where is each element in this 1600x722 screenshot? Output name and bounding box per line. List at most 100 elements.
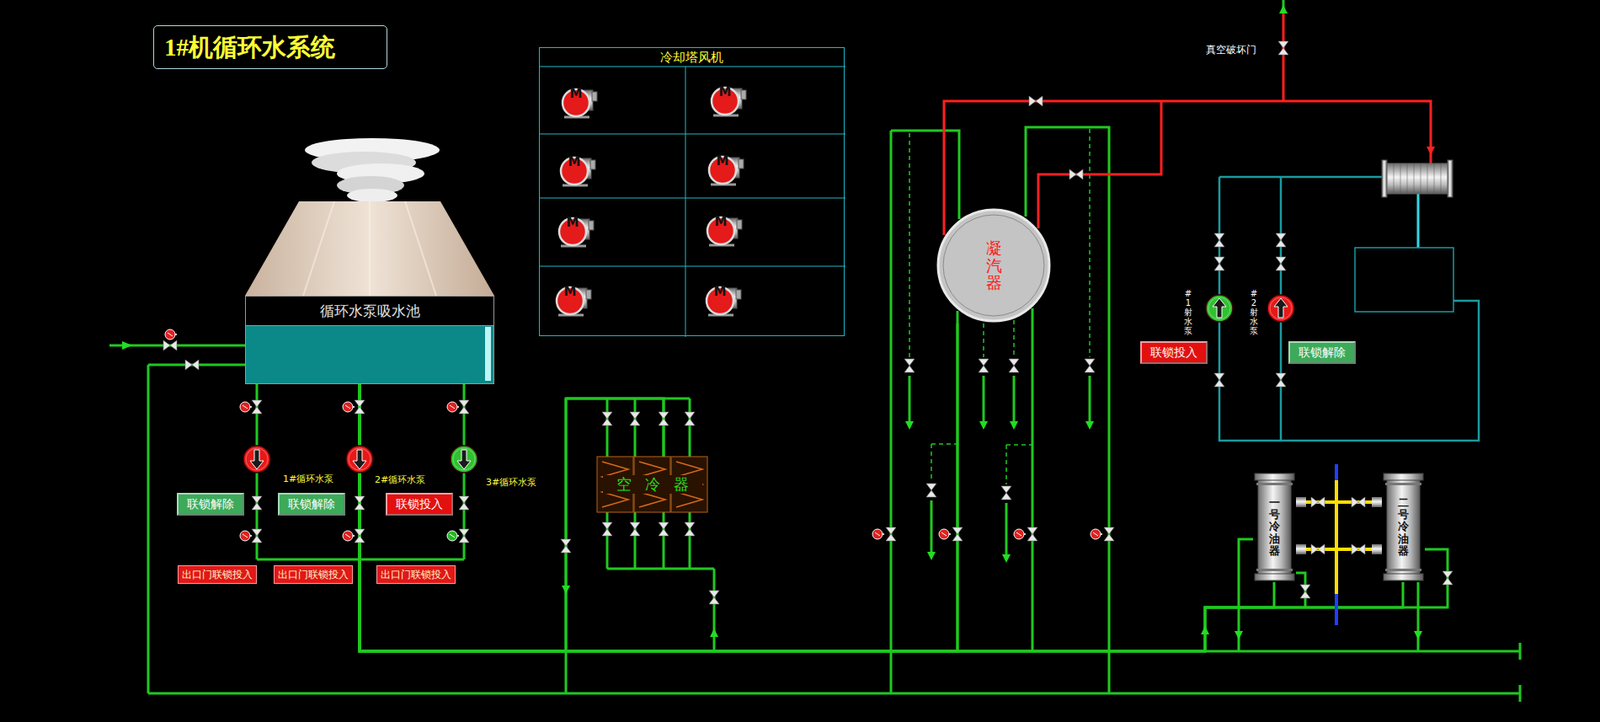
pump-symbol [243, 445, 271, 473]
motor-fin [590, 160, 596, 170]
flow-arrow [561, 585, 571, 594]
valve [1311, 496, 1325, 507]
node-label: M [559, 85, 593, 120]
valve [1351, 544, 1366, 555]
fan-motor: M [705, 153, 747, 187]
valve [1084, 358, 1095, 373]
flow-arrow [1426, 146, 1435, 155]
valve [629, 411, 640, 426]
oil-cooler: 一号冷油器 [1253, 471, 1296, 582]
valve-actuator [342, 530, 355, 541]
node-label: 联锁解除 [288, 494, 336, 514]
valve-actuator [938, 528, 951, 539]
label-anchor: 3#循环水泵 [485, 475, 537, 489]
jet-pump-label: #1射水泵 [1184, 288, 1193, 336]
valve [1300, 584, 1311, 598]
node-label: 凝汽器 [986, 239, 1003, 293]
pipe-connector [359, 384, 1403, 651]
flow-arrow [1234, 630, 1243, 640]
motor-fin [588, 220, 594, 230]
oil-pipe-ends [1334, 464, 1339, 625]
flow-arrow [905, 421, 914, 430]
flow-arrow [1413, 630, 1423, 640]
valve [684, 411, 695, 426]
fan-motor: M [703, 283, 744, 318]
condenser-body [938, 209, 1050, 321]
oil-cooler: 二号冷油器 [1381, 471, 1425, 582]
check-valve [458, 496, 470, 510]
node-label: 出口门联锁投入 [277, 565, 349, 583]
valve-actuator [240, 530, 252, 541]
jet-water-tank [1354, 247, 1454, 312]
title-box: 1#机循环水系统 [153, 25, 388, 70]
valve [904, 358, 915, 373]
valve-actuator [1090, 528, 1103, 539]
oil-cooler-body [1386, 476, 1420, 577]
oil-nozzle [1371, 496, 1382, 507]
flow-arrow [979, 421, 988, 430]
fan-motor: M [704, 213, 745, 248]
tower-ribs [303, 201, 437, 296]
node-label: M [705, 153, 740, 187]
valve-actuator [165, 329, 177, 340]
valve [926, 483, 937, 497]
node-label: 联锁解除 [186, 494, 235, 514]
valve [354, 400, 365, 414]
flow-arrow [927, 551, 936, 560]
oil-nozzle [1371, 544, 1382, 555]
valve-set [163, 5, 1453, 640]
oil-cooler-body [1258, 476, 1291, 577]
tower-plume [304, 138, 440, 203]
valve [1104, 527, 1115, 541]
outlet-interlock-button: 出口门联锁投入 [177, 565, 257, 584]
valve [354, 528, 365, 543]
pipe-connector [359, 384, 1275, 651]
pipe-end-ticks [1519, 642, 1522, 702]
water-pipes [109, 0, 1520, 694]
valve [1278, 41, 1289, 55]
oil-cooler-band [1385, 568, 1422, 571]
node-label: 空冷器 [602, 474, 703, 494]
outlet-interlock-button: 出口门联锁投入 [273, 565, 353, 584]
pump-symbol [450, 445, 478, 473]
valve [1001, 485, 1012, 500]
interlock-release-button: 联锁解除 [1288, 341, 1356, 364]
node-label: M [553, 283, 587, 318]
node-label: 循环水泵吸水池 [245, 296, 494, 326]
flow-arrow [709, 628, 719, 637]
node-label: 联锁投入 [1150, 342, 1198, 363]
pump-symbol [346, 445, 374, 473]
valve [185, 359, 199, 370]
fan-motor: M [559, 85, 600, 120]
fan-table: MMMMMMMM冷却塔风机 [538, 47, 845, 336]
oil-cooler-flange [1254, 573, 1295, 581]
grid-lines [539, 66, 846, 337]
node-label: M [704, 213, 738, 248]
ejector-ribs [1393, 163, 1441, 194]
pump-label: 2#循环水泵 [374, 473, 426, 486]
node-label: M [557, 154, 592, 188]
ejector-drop-pipe [1417, 193, 1420, 248]
valve [1275, 373, 1286, 387]
jet-water-pipes [1219, 176, 1479, 441]
steam-pipes [944, 11, 1431, 235]
condenser-ring [943, 214, 1045, 316]
valve [1214, 256, 1225, 271]
node-label: 出口门联锁投入 [380, 565, 452, 583]
cooling-tower-shell [245, 201, 495, 296]
valve-actuator [447, 530, 459, 541]
interlock-on-button: 联锁投入 [1140, 341, 1208, 364]
node-label: 出口门联锁投入 [181, 565, 253, 583]
label-anchor: 真空破坏门 [1205, 42, 1257, 58]
flow-arrow [1009, 421, 1019, 430]
valve [602, 522, 613, 536]
valve [658, 522, 669, 536]
motor-fin [592, 91, 598, 102]
oil-pipes [1296, 480, 1382, 594]
valve-actuator [240, 401, 252, 412]
valve [709, 590, 720, 604]
valve [1069, 169, 1083, 180]
ejector-body [1385, 163, 1451, 194]
valve [1027, 527, 1038, 541]
